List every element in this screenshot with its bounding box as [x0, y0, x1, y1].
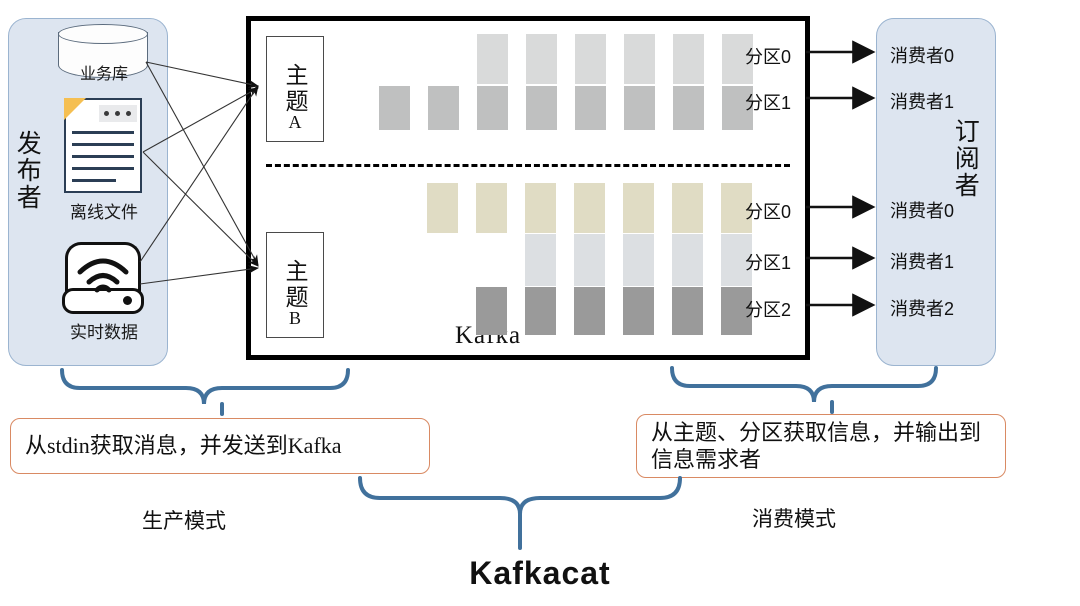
topic-b-title: 主题 [282, 259, 308, 311]
partition-block [624, 34, 655, 84]
publisher-panel-label: 发布者 [13, 130, 42, 211]
partition-label-b1: 分区1 [745, 253, 792, 273]
document-icon-label: 离线文件 [70, 203, 138, 222]
consumer-b-0[interactable]: 消费者0 [890, 201, 955, 221]
kafkacat-brace [358, 476, 682, 550]
producer-callout-text: 从stdin获取消息，并发送到Kafka [25, 433, 342, 459]
topic-divider [266, 164, 790, 167]
topic-a-box[interactable]: 主题 [266, 36, 324, 142]
realtime-device-icon [62, 242, 144, 314]
partition-block [476, 183, 507, 233]
consumer-b-2[interactable]: 消费者2 [890, 299, 955, 319]
partition-block [623, 287, 654, 335]
subscriber-panel-label: 订阅者 [951, 118, 980, 199]
partition-block [477, 34, 508, 84]
topic-b-sub-label: B [288, 308, 301, 328]
partition-block [673, 86, 704, 130]
partition-block [575, 86, 606, 130]
partition-block [574, 234, 605, 286]
partition-block [624, 86, 655, 130]
partition-to-consumer-arrows [806, 40, 876, 317]
partition-block [672, 234, 703, 286]
consumer-b-1[interactable]: 消费者1 [890, 252, 955, 272]
partition-block [526, 34, 557, 84]
database-icon-label: 业务库 [79, 66, 128, 83]
partition-block [476, 287, 507, 335]
partition-block [721, 183, 752, 233]
partition-label-b2: 分区2 [745, 300, 792, 320]
partition-block [721, 287, 752, 335]
producer-brace [60, 368, 350, 416]
partition-block [722, 34, 753, 84]
partition-block [526, 86, 557, 130]
partition-label-a1: 分区1 [745, 93, 792, 113]
partition-block [379, 86, 410, 130]
partition-block [574, 183, 605, 233]
partition-block [574, 287, 605, 335]
partition-block [672, 183, 703, 233]
database-icon [58, 24, 150, 86]
consumer-a-1[interactable]: 消费者1 [890, 92, 955, 112]
partition-block [575, 34, 606, 84]
topic-a-sub-label: A [288, 112, 302, 132]
partition-block [623, 183, 654, 233]
partition-block [525, 287, 556, 335]
partition-label-a0: 分区0 [745, 47, 792, 67]
producer-mode-callout: 从stdin获取消息，并发送到Kafka [10, 418, 430, 474]
partition-label-b0: 分区0 [745, 202, 792, 222]
consumer-callout-text: 从主题、分区获取信息，并输出到信息需求者 [651, 419, 982, 473]
subscriber-panel [876, 18, 996, 366]
consumer-mode-callout: 从主题、分区获取信息，并输出到信息需求者 [636, 414, 1006, 478]
topic-a-title: 主题 [282, 63, 308, 115]
partition-block [428, 86, 459, 130]
partition-block [525, 234, 556, 286]
partition-block [477, 86, 508, 130]
partition-block [673, 34, 704, 84]
partition-block [525, 183, 556, 233]
consumer-brace [670, 366, 938, 414]
partition-block [722, 86, 753, 130]
page-title: Kafkacat [469, 555, 611, 591]
partition-block [623, 234, 654, 286]
partition-block [721, 234, 752, 286]
document-icon [64, 98, 142, 193]
topic-b-box[interactable]: 主题 [266, 232, 324, 338]
partition-block [427, 183, 458, 233]
partition-block [672, 287, 703, 335]
consumer-a-0[interactable]: 消费者0 [890, 46, 955, 66]
producer-mode-label: 生产模式 [142, 510, 226, 533]
consumer-mode-label: 消费模式 [752, 508, 836, 531]
realtime-device-icon-label: 实时数据 [70, 323, 138, 342]
